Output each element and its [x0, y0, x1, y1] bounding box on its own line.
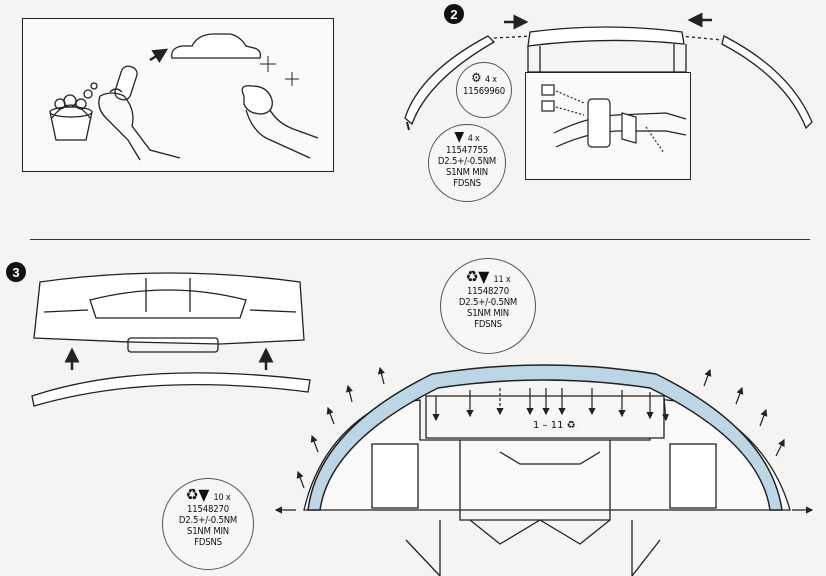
- bumper-icon: [33, 272, 305, 353]
- highlighted-rail: [307, 364, 783, 511]
- recycle-icon: ♻: [566, 420, 576, 431]
- clip-icon: ⚙ 4 x: [471, 71, 497, 86]
- screw-icon: ▼: [478, 267, 490, 286]
- screw-10-spec: S1NM MIN: [186, 526, 230, 537]
- hand-polishing-icon: [241, 85, 319, 159]
- part-screw-10-callout: ♻▼ 10 x 11548270 D2.5+/-0.5NM S1NM MIN F…: [162, 478, 254, 570]
- screw-11-part-number: 11548270: [467, 286, 509, 297]
- screw-11-quantity: 11 x: [493, 275, 511, 285]
- screw-torque: D2.5+/-0.5NM: [437, 156, 497, 167]
- screw-code: FDSNS: [453, 178, 481, 189]
- step-3-badge: 3: [6, 262, 26, 282]
- part-screw-11-callout: ♻▼ 11 x 11548270 D2.5+/-0.5NM S1NM MIN F…: [440, 258, 536, 354]
- screw-arrows: [274, 366, 814, 514]
- screw-quantity: 4 x: [467, 134, 480, 144]
- screw-11-spec: S1NM MIN: [466, 308, 510, 319]
- screw-spec: S1NM MIN: [445, 167, 489, 178]
- screw-10-code: FDSNS: [194, 537, 222, 548]
- part-clip-callout: ⚙ 4 x 11569960: [456, 62, 512, 118]
- recycle-icon: ♻: [185, 485, 199, 504]
- sequence-range: 1 – 11: [533, 420, 564, 431]
- recycle-icon: ♻: [465, 267, 479, 286]
- screw-10-quantity: 10 x: [213, 493, 231, 503]
- clip-part-number: 11569960: [463, 86, 505, 97]
- part-screw-step2-callout: ▼ 4 x 11547755 D2.5+/-0.5NM S1NM MIN FDS…: [428, 124, 506, 202]
- step-1-drawing: [49, 33, 319, 161]
- step-2-drawing: [404, 12, 813, 131]
- hand-with-sponge-icon: [98, 65, 181, 161]
- screw-10-torque: D2.5+/-0.5NM: [178, 515, 238, 526]
- screw-icon: ▼: [454, 129, 464, 145]
- screw-11-code: FDSNS: [474, 319, 502, 330]
- clip-quantity: 4 x: [484, 75, 497, 85]
- screw-part-number: 11547755: [446, 145, 488, 156]
- clip-detail-drawing: [541, 84, 687, 154]
- step-2-detail-box: [525, 72, 691, 180]
- arrow-icon: [149, 48, 169, 63]
- screw-10-part-number: 11548270: [187, 504, 229, 515]
- bucket-icon: [49, 82, 98, 141]
- step-3-drawing: [31, 272, 311, 407]
- step-1-cleaning-panel: [22, 18, 334, 172]
- sequence-label: 1 – 11 ♻: [530, 420, 579, 431]
- section-divider: [30, 239, 810, 240]
- rear-assembly-drawing: [303, 364, 791, 576]
- screw-icon: ▼: [198, 485, 210, 504]
- screw-11-torque: D2.5+/-0.5NM: [458, 297, 518, 308]
- step-2-badge: 2: [444, 4, 464, 24]
- clean-car-icon: [171, 33, 262, 59]
